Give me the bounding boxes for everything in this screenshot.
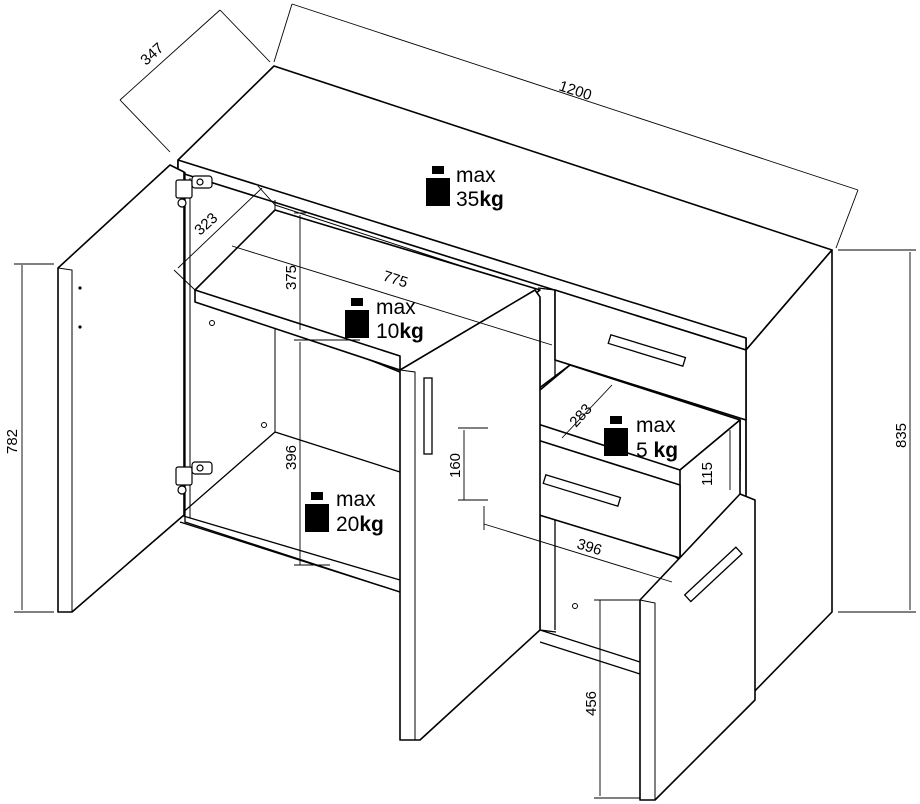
load-top: max 35kg — [426, 164, 504, 211]
hinge-icon — [175, 175, 213, 208]
right-door-edge — [639, 599, 656, 800]
left-door[interactable] — [57, 164, 267, 613]
weight-icon — [345, 298, 369, 338]
load-shelf: max 10kg — [345, 296, 424, 343]
load-drawer-label: max — [636, 414, 676, 437]
load-bottom-label: max — [336, 488, 376, 511]
left-door-edge — [57, 267, 73, 612]
dim-drawer-width: 396 — [575, 536, 604, 560]
load-drawer-value: 5 kg — [636, 439, 678, 462]
lower-drawer-handle[interactable] — [542, 473, 622, 507]
dim-shelf-width: 775 — [381, 268, 410, 292]
load-top-label: max — [456, 164, 496, 187]
dim-width: 1200 — [557, 78, 594, 104]
dim-depth: 347 — [137, 40, 167, 69]
hinge-icon — [175, 461, 213, 495]
dimension-lines — [14, 3, 916, 799]
right-door[interactable] — [639, 493, 756, 801]
weight-icon — [426, 166, 450, 206]
dim-drawer-inner: 115 — [699, 462, 716, 486]
shelf-pin-hole — [572, 603, 578, 609]
load-bottom: max 20kg — [305, 488, 384, 536]
dim-shelf-depth: 323 — [191, 210, 221, 239]
right-bottom-front — [539, 641, 641, 675]
weight-icon — [305, 492, 329, 532]
shelf-pin-hole — [209, 320, 215, 326]
load-shelf-value: 10kg — [376, 320, 424, 343]
load-shelf-label: max — [376, 296, 416, 319]
door-hole — [78, 325, 82, 329]
upper-drawer-handle[interactable] — [607, 333, 687, 367]
dim-height-right: 835 — [893, 423, 910, 448]
dim-height-left: 782 — [4, 429, 21, 454]
dim-shelf-gap: 375 — [283, 265, 300, 290]
bottom-panel-edge — [179, 521, 401, 593]
middle-door-handle[interactable] — [423, 377, 433, 455]
right-bottom-back — [539, 629, 641, 663]
middle-door-edge — [399, 369, 416, 740]
dim-door-height: 456 — [583, 691, 600, 716]
dim-drawer-front: 160 — [447, 453, 464, 478]
bottom-panel-back — [179, 431, 401, 516]
right-door-panel[interactable] — [639, 493, 756, 801]
shelf-pin-hole — [261, 422, 267, 428]
door-hole — [78, 286, 82, 290]
dim-lower-gap: 396 — [283, 445, 300, 470]
open-drawer — [489, 364, 741, 561]
middle-door[interactable] — [399, 289, 578, 741]
left-door-panel[interactable] — [57, 164, 185, 613]
weight-icon — [604, 416, 628, 456]
load-top-value: 35kg — [456, 188, 504, 211]
load-drawer: max 5 kg — [604, 414, 678, 462]
right-door-handle[interactable] — [683, 546, 743, 603]
load-bottom-value: 20kg — [336, 513, 384, 536]
bottom-panel-front — [179, 514, 401, 581]
cabinet-body — [177, 65, 833, 701]
middle-door-panel[interactable] — [399, 289, 541, 741]
